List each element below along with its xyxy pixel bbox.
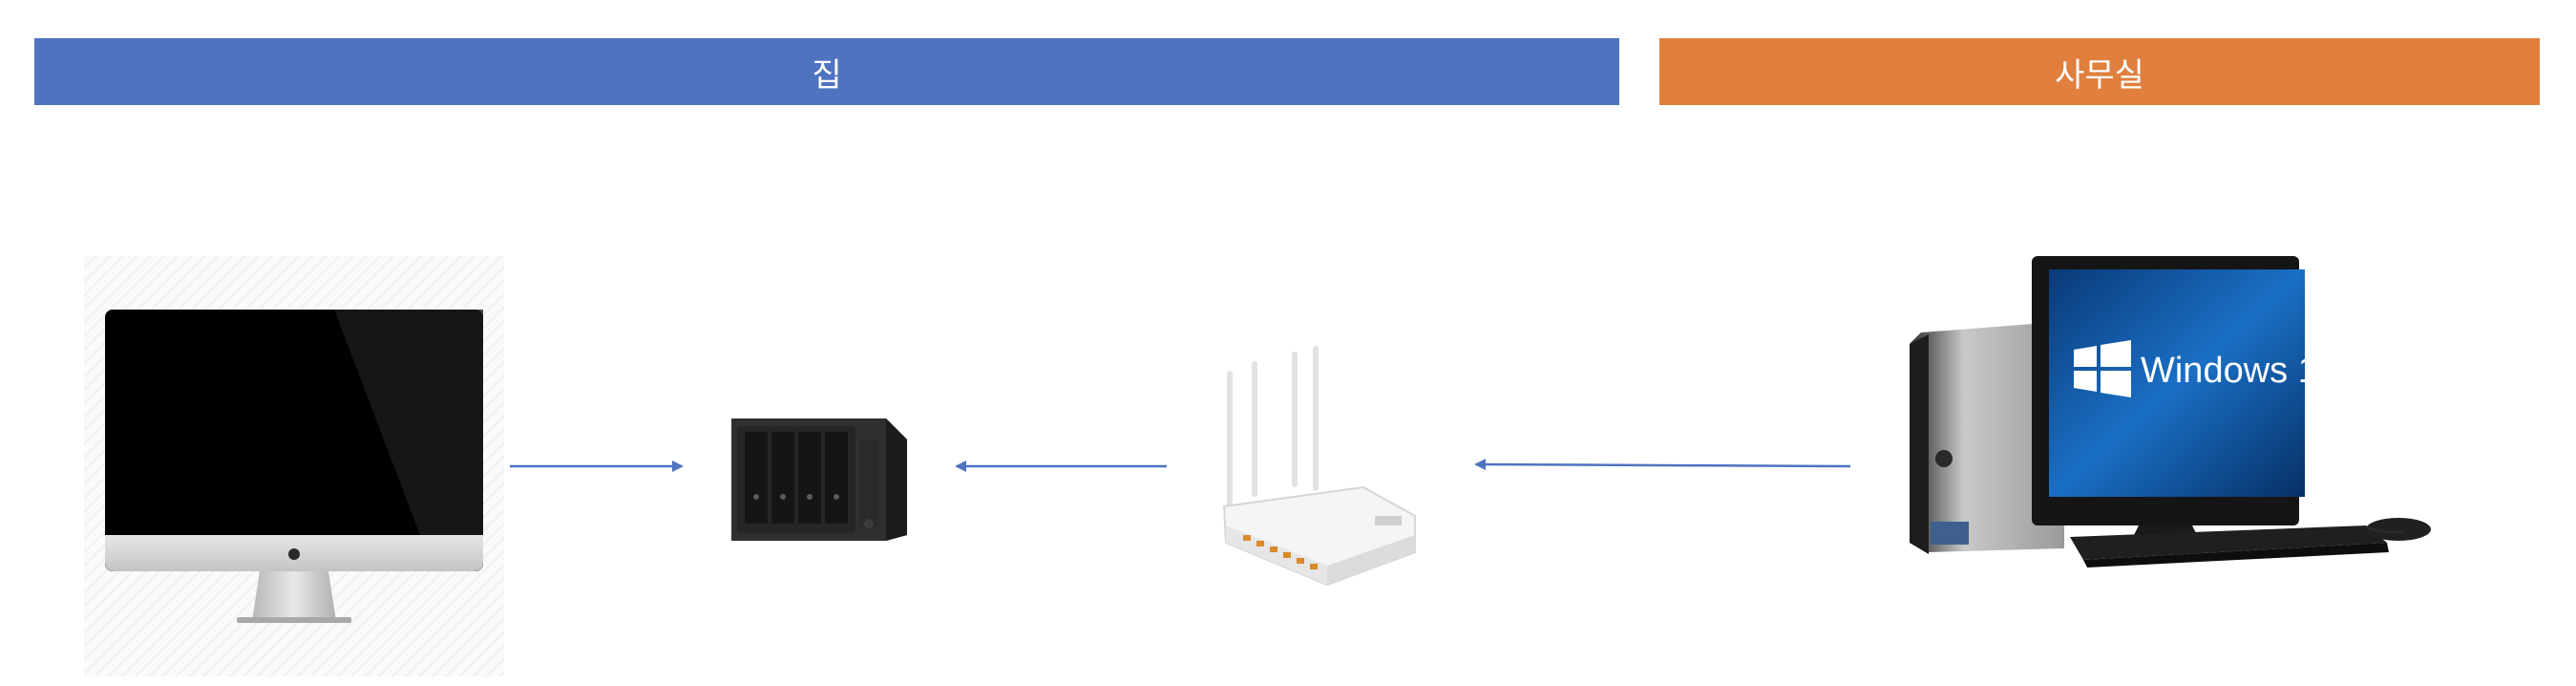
router-icon xyxy=(1222,346,1416,587)
office-banner: 사무실 xyxy=(1659,38,2540,105)
office-banner-label: 사무실 xyxy=(2055,55,2144,95)
desktop-pc-icon: Windows 10 xyxy=(1910,256,2431,568)
nas-icon xyxy=(731,418,907,541)
windows-logo-icon xyxy=(2074,340,2131,397)
home-banner: 집 xyxy=(34,38,1619,105)
imac-icon xyxy=(84,256,504,676)
windows-screen-text: Windows 10 xyxy=(2141,351,2338,391)
home-banner-label: 집 xyxy=(812,55,842,95)
office-to-router-arrow xyxy=(1474,459,1851,471)
